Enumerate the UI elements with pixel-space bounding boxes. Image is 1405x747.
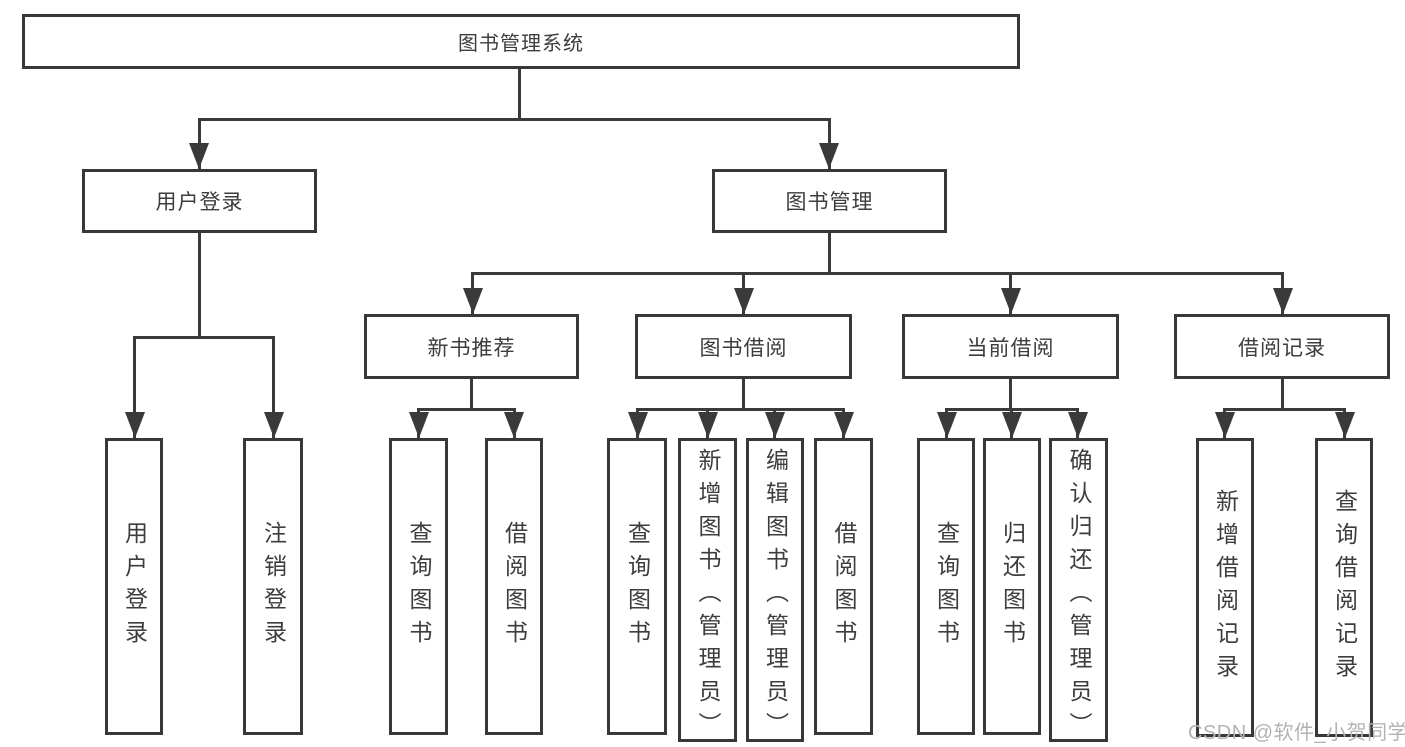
- connector-line: [828, 233, 831, 272]
- connector-line: [133, 336, 136, 438]
- leaf-confirm-return-admin: 确认归还（管理员）: [1049, 438, 1108, 745]
- leaf-user-login: 用户登录: [105, 438, 163, 735]
- connector-line: [518, 69, 521, 118]
- node-borrow-records: 借阅记录: [1174, 314, 1390, 379]
- leaf-query-books-current-label: 查询图书: [933, 520, 960, 653]
- node-user-login: 用户登录: [82, 169, 317, 233]
- arrowhead-icon: [1001, 288, 1021, 314]
- leaf-query-books-recommend-label: 查询图书: [406, 520, 432, 653]
- arrowhead-icon: [765, 412, 785, 438]
- root-node-label: 图书管理系统: [458, 33, 584, 55]
- node-new-book-recommend-label: 新书推荐: [427, 336, 516, 360]
- arrowhead-icon: [409, 412, 429, 438]
- leaf-query-books-borrowing-label: 查询图书: [624, 520, 651, 653]
- arrowhead-icon: [504, 412, 524, 438]
- node-current-borrowing-label: 当前借阅: [966, 336, 1055, 360]
- arrowhead-icon: [1273, 288, 1293, 314]
- arrowhead-icon: [734, 288, 754, 314]
- leaf-borrow-books-recommend-label: 借阅图书: [501, 520, 528, 653]
- arrowhead-icon: [1215, 412, 1235, 438]
- leaf-borrow-books-borrowing: 借阅图书: [814, 438, 873, 735]
- arrowhead-icon: [125, 412, 145, 438]
- connector-line: [198, 118, 831, 121]
- arrowhead-icon: [463, 288, 483, 314]
- root-node-library-system: 图书管理系统: [22, 14, 1020, 69]
- node-book-management-label: 图书管理: [785, 191, 874, 214]
- node-borrow-records-label: 借阅记录: [1238, 336, 1326, 360]
- connector-line: [742, 379, 745, 408]
- leaf-return-books: 归还图书: [983, 438, 1041, 735]
- leaf-query-borrow-record: 查询借阅记录: [1315, 438, 1373, 737]
- node-book-borrowing: 图书借阅: [635, 314, 852, 379]
- connector-line: [198, 233, 201, 336]
- arrowhead-icon: [264, 412, 284, 438]
- node-user-login-label: 用户登录: [155, 191, 244, 214]
- arrowhead-icon: [698, 412, 718, 438]
- arrowhead-icon: [834, 412, 854, 438]
- leaf-borrow-books-recommend: 借阅图书: [485, 438, 543, 735]
- arrowhead-icon: [1335, 412, 1355, 438]
- arrowhead-icon: [628, 412, 648, 438]
- leaf-logout-label: 注销登录: [260, 520, 287, 653]
- arrowhead-icon: [1068, 412, 1088, 438]
- connector-line: [1281, 379, 1284, 408]
- watermark-text: CSDN @软件_小贺同学: [1188, 722, 1405, 744]
- node-book-management: 图书管理: [712, 169, 947, 233]
- leaf-logout: 注销登录: [243, 438, 303, 735]
- connector-line: [1223, 408, 1346, 411]
- leaf-borrow-books-borrowing-label: 借阅图书: [831, 520, 857, 653]
- connector-line: [272, 336, 275, 438]
- leaf-query-books-recommend: 查询图书: [389, 438, 448, 735]
- leaf-add-borrow-record: 新增借阅记录: [1196, 438, 1254, 737]
- leaf-query-books-borrowing: 查询图书: [607, 438, 667, 735]
- node-current-borrowing: 当前借阅: [902, 314, 1119, 379]
- connector-line: [636, 408, 844, 411]
- connector-line: [471, 272, 1284, 275]
- connector-line: [1009, 379, 1012, 408]
- arrowhead-icon: [819, 143, 839, 169]
- leaf-query-books-current: 查询图书: [917, 438, 975, 735]
- connector-line: [133, 336, 275, 339]
- connector-line: [470, 379, 473, 408]
- arrowhead-icon: [189, 143, 209, 169]
- leaf-add-books-admin: 新增图书（管理员）: [678, 438, 737, 745]
- leaf-add-books-admin-label: 新增图书（管理员）: [695, 448, 721, 745]
- node-book-borrowing-label: 图书借阅: [699, 336, 788, 360]
- leaf-user-login-label: 用户登录: [121, 520, 148, 653]
- arrowhead-icon: [937, 412, 957, 438]
- leaf-add-borrow-record-label: 新增借阅记录: [1212, 488, 1239, 687]
- leaf-return-books-label: 归还图书: [999, 520, 1026, 653]
- leaf-confirm-return-admin-label: 确认归还（管理员）: [1066, 448, 1092, 745]
- node-new-book-recommend: 新书推荐: [364, 314, 579, 379]
- leaf-edit-books-admin-label: 编辑图书（管理员）: [762, 448, 789, 745]
- connector-line: [417, 408, 516, 411]
- leaf-edit-books-admin: 编辑图书（管理员）: [746, 438, 804, 745]
- arrowhead-icon: [1002, 412, 1022, 438]
- leaf-query-borrow-record-label: 查询借阅记录: [1331, 488, 1358, 687]
